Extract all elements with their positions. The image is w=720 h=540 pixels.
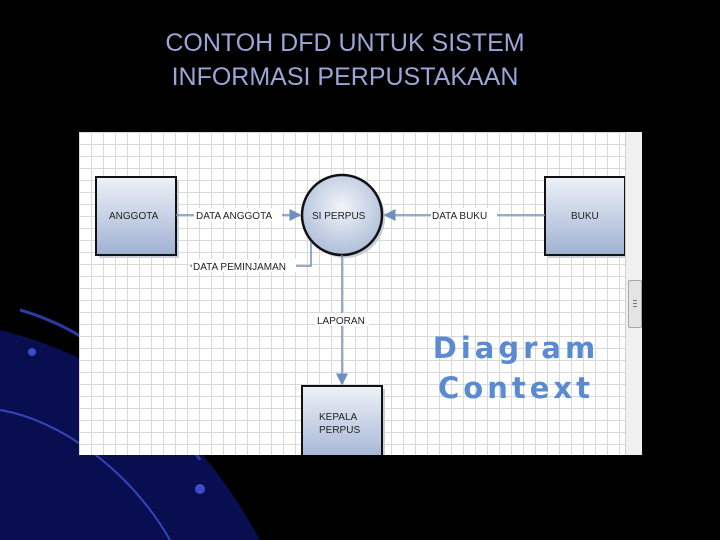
flow-data-anggota: DATA ANGGOTA xyxy=(176,208,300,222)
entity-buku[interactable]: BUKU xyxy=(545,177,625,258)
grip-line-icon xyxy=(633,306,637,307)
flow-laporan-label: LAPORAN xyxy=(317,316,365,327)
grip-line-icon xyxy=(633,303,637,304)
slide-title: CONTOH DFD UNTUK SISTEM INFORMASI PERPUS… xyxy=(0,26,690,94)
flow-data-anggota-label: DATA ANGGOTA xyxy=(196,211,272,222)
entity-buku-label: BUKU xyxy=(571,211,599,222)
entity-kepala-label-2: PERPUS xyxy=(319,425,360,436)
flow-data-peminjaman: DATA PEMINJAMAN xyxy=(191,242,311,273)
grip-line-icon xyxy=(633,300,637,301)
diagram-canvas: ANGGOTA BUKU KEPALA PERPUS SI PERPUS DAT… xyxy=(79,132,642,455)
caption-line-1: Diagram xyxy=(431,328,601,368)
caption-line-2: Context xyxy=(431,368,601,408)
scrollbar-thumb[interactable] xyxy=(628,280,642,328)
process-si-perpus[interactable]: SI PERPUS xyxy=(302,175,385,258)
title-line-1: CONTOH DFD UNTUK SISTEM xyxy=(0,26,690,60)
process-label: SI PERPUS xyxy=(312,211,366,222)
entity-anggota[interactable]: ANGGOTA xyxy=(96,177,179,258)
entity-kepala-label-1: KEPALA xyxy=(319,412,357,423)
flow-data-buku: DATA BUKU xyxy=(385,208,545,222)
vertical-scrollbar[interactable] xyxy=(625,132,642,455)
flow-data-buku-label: DATA BUKU xyxy=(432,211,487,222)
entity-kepala-perpus[interactable]: KEPALA PERPUS xyxy=(302,386,385,455)
entity-anggota-label: ANGGOTA xyxy=(109,211,159,222)
flow-laporan: LAPORAN xyxy=(315,255,369,384)
flow-data-peminjaman-label: DATA PEMINJAMAN xyxy=(193,262,286,273)
title-line-2: INFORMASI PERPUSTAKAAN xyxy=(0,60,690,94)
diagram-caption: Diagram Context xyxy=(431,328,601,408)
